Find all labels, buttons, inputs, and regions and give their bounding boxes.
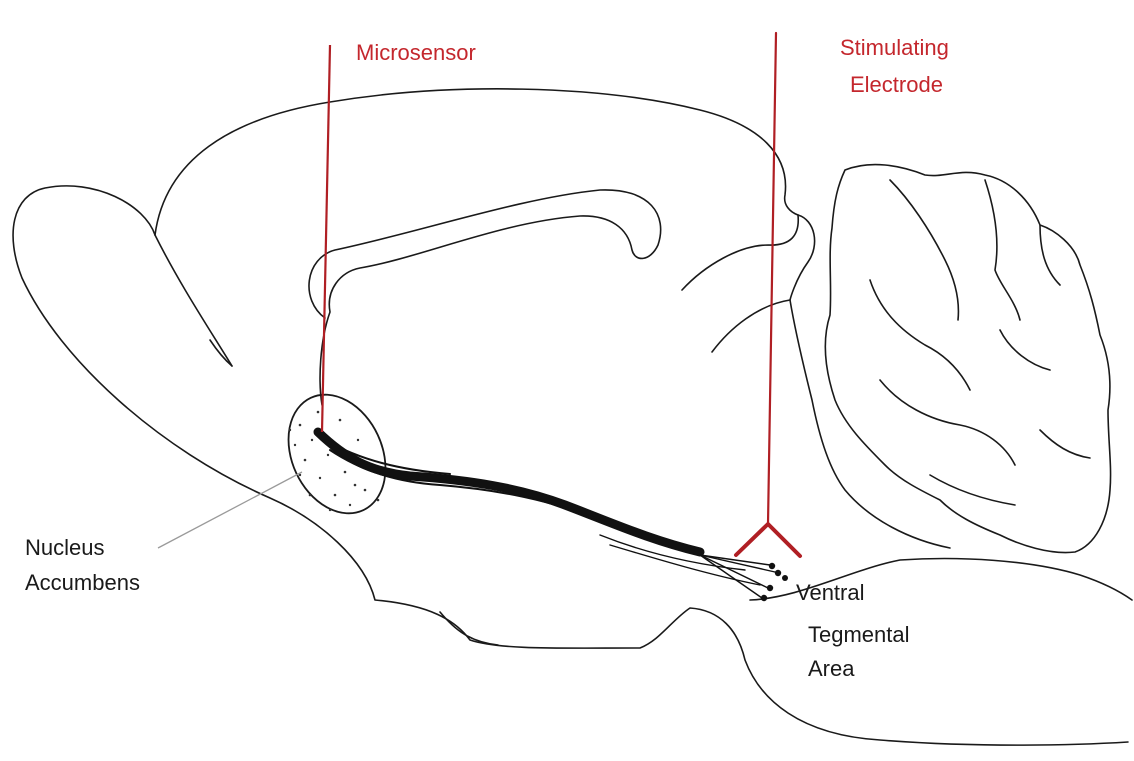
vta-label-line3: Area [808,656,855,681]
vta-label-line2: Tegmental [808,622,910,647]
olfactory-inner-line [155,235,232,366]
cerebellum-folia-2 [985,180,1020,320]
cerebellum-folia-4 [870,280,970,390]
cerebellum-folia-6 [880,380,1015,465]
vta-label-line1: Ventral [796,580,865,605]
cerebellum-outline [825,165,1110,553]
cortex-dorsal-contour [155,89,798,235]
olfactory-tract-line [210,340,232,366]
brain-outer-contour [13,186,1128,745]
stimulating-electrode-tips [736,524,800,556]
tectum-contour [790,215,950,548]
cerebellum-folia-1 [890,180,958,320]
nucleus-accumbens-label-line1: Nucleus [25,535,104,560]
stimulating-electrode-label-line2: Electrode [850,72,943,97]
pathway-main-bundle [318,432,700,552]
stimulating-electrode [736,33,800,556]
stimulating-electrode-shaft [768,33,776,524]
brain-outline [13,89,1132,745]
midbrain-curve [712,300,790,352]
cerebellum-folia-5 [1000,330,1050,370]
hippocampus-curve [682,215,798,290]
nucleus-accumbens-label-line2: Accumbens [25,570,140,595]
pons-contour [440,612,498,645]
cerebellum-folia-7 [1040,430,1090,458]
stimulating-electrode-label-line1: Stimulating [840,35,949,60]
cerebellum-folia-8 [930,475,1015,505]
nucleus-accumbens-pointer [158,472,302,548]
corpus-callosum [309,190,661,405]
microsensor-label: Microsensor [356,40,476,65]
dopamine-pathway [318,432,775,598]
